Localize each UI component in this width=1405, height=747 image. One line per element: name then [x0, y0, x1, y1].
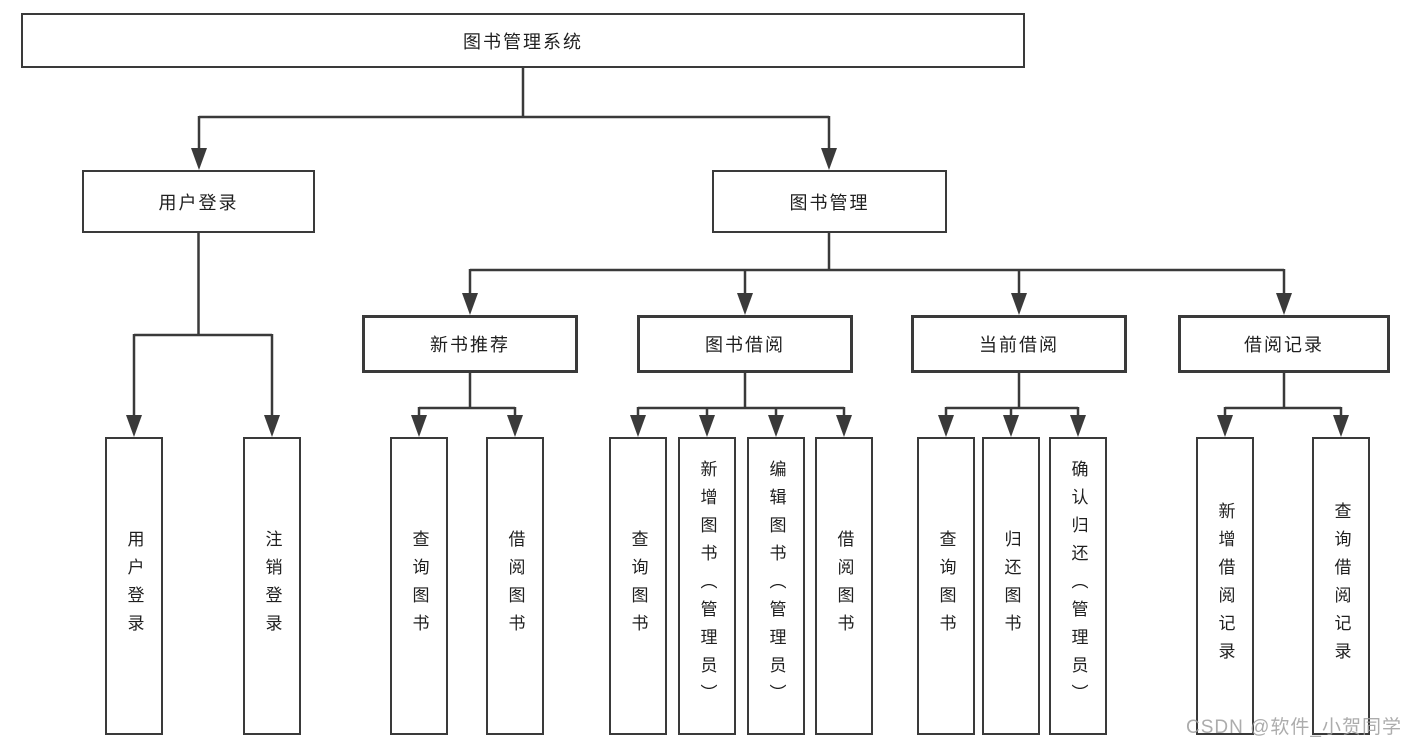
- node-book-management: 图书管理: [712, 170, 947, 233]
- leaf-label: 编辑图书（管理员）: [766, 460, 786, 712]
- leaf-label: 借阅图书: [505, 530, 525, 642]
- arrowhead-icon: [821, 148, 837, 170]
- node-current-borrow: 当前借阅: [911, 315, 1127, 373]
- leaf-add-borrow-record: 新增借阅记录: [1196, 437, 1254, 735]
- arrowhead-icon: [507, 415, 523, 437]
- leaf-user-login: 用户登录: [105, 437, 163, 735]
- leaf-edit-book-admin: 编辑图书（管理员）: [747, 437, 805, 735]
- arrowhead-icon: [1003, 415, 1019, 437]
- node-new-book-recommend: 新书推荐: [362, 315, 578, 373]
- leaf-query-book-2: 查询图书: [609, 437, 667, 735]
- arrowhead-icon: [699, 415, 715, 437]
- leaf-label: 查询图书: [936, 530, 956, 642]
- node-book-borrow-label: 图书借阅: [705, 335, 785, 355]
- arrowhead-icon: [126, 415, 142, 437]
- connector-current-borrow: [944, 373, 1080, 417]
- leaf-label: 注销登录: [262, 530, 282, 642]
- node-borrow-record-label: 借阅记录: [1244, 335, 1324, 355]
- leaf-confirm-return-admin: 确认归还（管理员）: [1049, 437, 1107, 735]
- connector-borrow-record: [1223, 373, 1343, 417]
- node-book-borrow: 图书借阅: [637, 315, 853, 373]
- leaf-label: 确认归还（管理员）: [1068, 460, 1088, 712]
- leaf-label: 借阅图书: [834, 530, 854, 642]
- arrowhead-icon: [264, 415, 280, 437]
- node-current-borrow-label: 当前借阅: [979, 335, 1059, 355]
- leaf-return-book: 归还图书: [982, 437, 1040, 735]
- arrowhead-icon: [462, 293, 478, 315]
- arrowhead-icon: [630, 415, 646, 437]
- leaf-label: 归还图书: [1001, 530, 1021, 642]
- node-user-login: 用户登录: [82, 170, 315, 233]
- connector-user-login: [132, 233, 274, 417]
- leaf-label: 查询图书: [409, 530, 429, 642]
- arrowheads: [126, 148, 1349, 437]
- node-root-label: 图书管理系统: [463, 31, 583, 52]
- leaf-label: 查询借阅记录: [1331, 502, 1351, 670]
- arrowhead-icon: [411, 415, 427, 437]
- leaf-borrow-book-2: 借阅图书: [815, 437, 873, 735]
- leaf-label: 新增图书（管理员）: [697, 460, 717, 712]
- arrowhead-icon: [938, 415, 954, 437]
- arrowhead-icon: [836, 415, 852, 437]
- node-borrow-record: 借阅记录: [1178, 315, 1390, 373]
- connector-book-borrow: [636, 373, 846, 417]
- arrowhead-icon: [191, 148, 207, 170]
- leaf-label: 新增借阅记录: [1215, 502, 1235, 670]
- leaf-logout: 注销登录: [243, 437, 301, 735]
- connector-root: [197, 68, 831, 150]
- leaf-label: 用户登录: [124, 530, 144, 642]
- arrowhead-icon: [1217, 415, 1233, 437]
- arrowhead-icon: [1011, 293, 1027, 315]
- arrowhead-icon: [768, 415, 784, 437]
- leaf-query-book-3: 查询图书: [917, 437, 975, 735]
- arrowhead-icon: [1070, 415, 1086, 437]
- arrowhead-icon: [737, 293, 753, 315]
- arrowhead-icon: [1333, 415, 1349, 437]
- csdn-watermark: CSDN @软件_小贺同学: [1186, 717, 1402, 738]
- node-new-book-recommend-label: 新书推荐: [430, 335, 510, 355]
- leaf-query-book-1: 查询图书: [390, 437, 448, 735]
- leaf-query-borrow-record: 查询借阅记录: [1312, 437, 1370, 735]
- leaf-add-book-admin: 新增图书（管理员）: [678, 437, 736, 735]
- node-root: 图书管理系统: [21, 13, 1025, 68]
- leaf-borrow-book-1: 借阅图书: [486, 437, 544, 735]
- node-user-login-label: 用户登录: [158, 192, 239, 213]
- connector-new-book: [417, 373, 517, 417]
- connector-book-management: [468, 233, 1286, 295]
- leaf-label: 查询图书: [628, 530, 648, 642]
- node-book-management-label: 图书管理: [789, 192, 870, 213]
- arrowhead-icon: [1276, 293, 1292, 315]
